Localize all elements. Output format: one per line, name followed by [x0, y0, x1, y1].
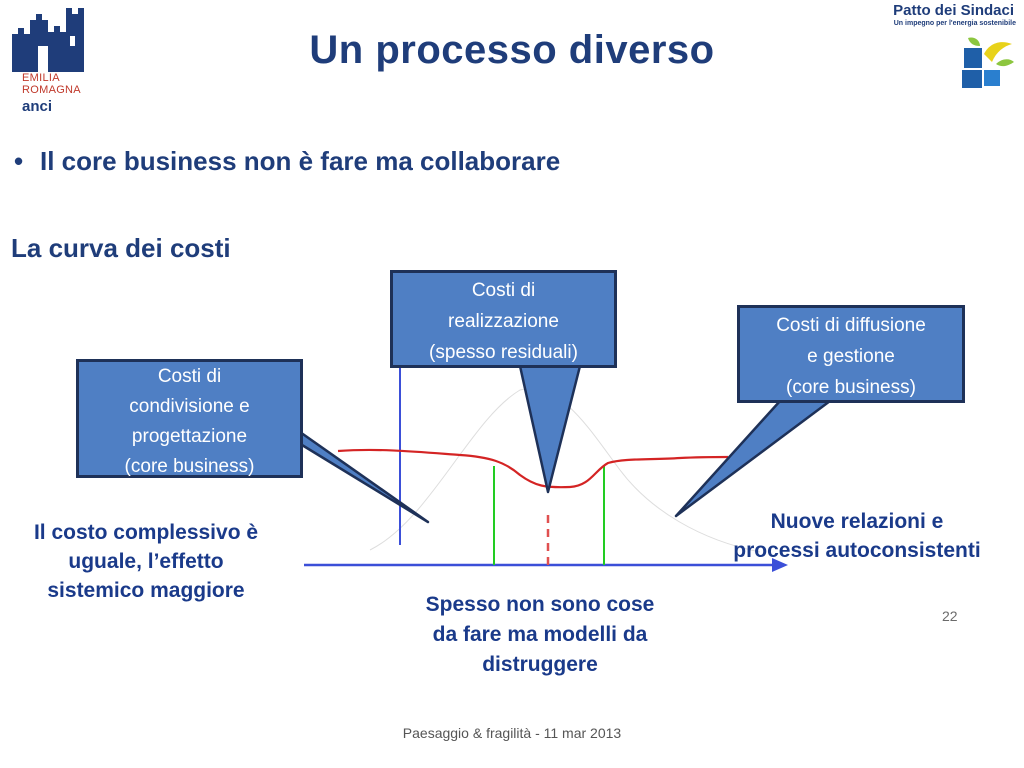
logo-text-emilia: EMILIA — [22, 72, 60, 84]
bullet-dot-icon: • — [14, 146, 24, 176]
bullet-point: • Il core business non è fare ma collabor… — [14, 146, 560, 177]
patto-dei-sindaci-logo: Patto dei Sindaci Un impegno per l'energ… — [880, 2, 1020, 92]
patto-title: Patto dei Sindaci — [893, 2, 1014, 19]
slide-footer: Paesaggio & fragilità - 11 mar 2013 — [402, 725, 622, 741]
axis-arrow-icon — [772, 558, 788, 572]
logo-text-anci: anci — [22, 98, 53, 115]
castle-icon — [12, 8, 84, 72]
slide-title: Un processo diverso — [309, 28, 715, 72]
callout-box-diffusione: Costi di diffusione e gestione (core bus… — [737, 305, 965, 403]
patto-subtitle: Un impegno per l'energia sostenibile — [893, 20, 1016, 27]
note-costo-complessivo: Il costo complessivo è uguale, l’effetto… — [4, 518, 288, 605]
callout-box-condivisione: Costi di condivisione e progettazione (c… — [76, 359, 303, 478]
logo-text-romagna: ROMAGNA — [22, 84, 81, 96]
note-bottom-line: Spesso non sono cose — [425, 593, 655, 616]
callout-left-line: (core business) — [124, 456, 255, 477]
callout-middle-pointer — [518, 364, 582, 494]
callout-middle-line: (spesso residuali) — [429, 342, 578, 363]
callout-right-pointer — [674, 399, 832, 518]
callout-middle-line: realizzazione — [448, 311, 559, 332]
callout-right-line: (core business) — [786, 377, 916, 398]
callout-box-realizzazione: Costi di realizzazione (spesso residuali… — [390, 270, 617, 368]
callout-left-line: progettazione — [131, 426, 248, 447]
section-subtitle: La curva dei costi — [11, 233, 231, 263]
note-left-line: sistemico maggiore — [47, 579, 245, 602]
callout-middle-line: Costi di — [471, 280, 536, 301]
note-bottom-line: distruggere — [482, 653, 598, 676]
note-nuove-relazioni: Nuove relazioni e processi autoconsisten… — [700, 507, 1014, 565]
page-number: 22 — [942, 608, 958, 624]
callout-left-pointer — [288, 423, 430, 524]
cost-curve-line — [337, 448, 729, 489]
callout-left-line: Costi di — [157, 366, 222, 387]
note-left-line: uguale, l’effetto — [68, 550, 224, 573]
note-spesso-non: Spesso non sono cose da fare ma modelli … — [392, 590, 688, 680]
callout-right-line: e gestione — [807, 346, 895, 367]
leaf-emblem-icon — [962, 37, 1014, 88]
emilia-romagna-anci-logo: EMILIA ROMAGNA anci — [8, 6, 98, 116]
note-bottom-line: da fare ma modelli da — [432, 623, 648, 646]
callout-right-line: Costi di diffusione — [776, 315, 926, 336]
bullet-text: Il core business non è fare ma collabora… — [40, 146, 561, 176]
note-right-line: Nuove relazioni e — [770, 510, 944, 533]
note-right-line: processi autoconsistenti — [733, 539, 981, 562]
note-left-line: Il costo complessivo è — [33, 521, 259, 544]
callout-left-line: condivisione e — [129, 396, 250, 417]
